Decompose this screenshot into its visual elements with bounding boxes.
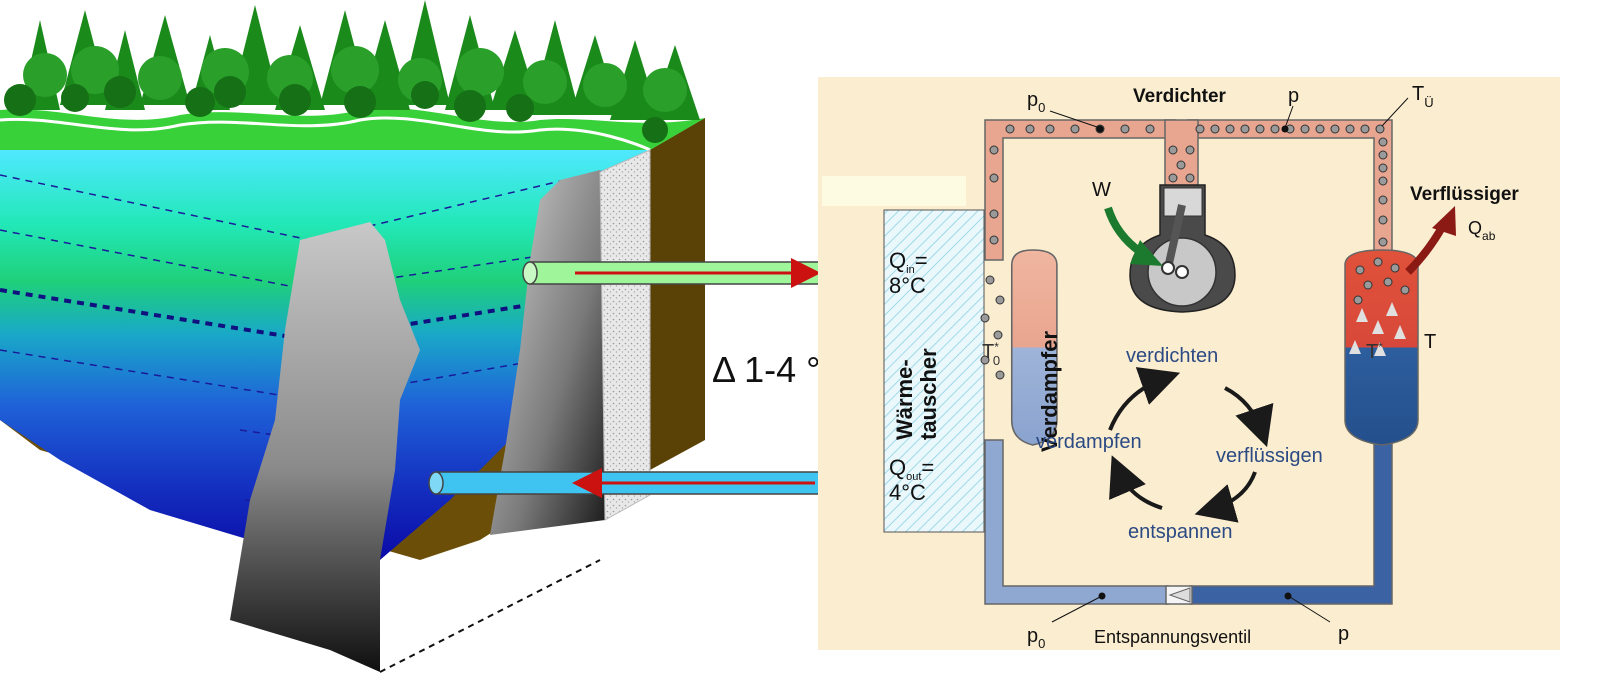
compressor-label: Verdichter — [1133, 86, 1227, 107]
cycle-step-condense: verflüssigen — [1216, 445, 1323, 467]
cold-pipe-end — [428, 471, 444, 495]
compressor-rod — [1164, 204, 1186, 269]
cycle-arrow-top-left — [1108, 367, 1181, 431]
panel-highlight — [822, 176, 966, 206]
soil-side — [650, 118, 705, 470]
shore-grass — [0, 107, 705, 150]
expansion-valve — [1165, 585, 1193, 605]
refrigerant-bubbles — [980, 124, 1410, 380]
heat-pump-panel: Qin= 8°C Qout= 4°C Wärme- tauscher — [818, 77, 1560, 651]
p0-bottom-label: p0 — [1027, 625, 1045, 651]
lake-section — [0, 0, 705, 673]
warm-pipe-end — [522, 261, 538, 285]
tree-line — [4, 0, 700, 143]
rock-slab-left — [230, 222, 420, 672]
leader-lines — [1049, 97, 1409, 623]
cycle-arrow-bottom-right — [1194, 471, 1257, 523]
compressor-crank — [1175, 265, 1189, 279]
t-u-label: TÜ — [1412, 83, 1434, 110]
shore-edge — [0, 116, 651, 152]
t-condenser-label: T — [1424, 331, 1436, 353]
expansion-valve-label: Entspannungsventil — [1094, 627, 1251, 647]
ground-dash — [379, 559, 601, 673]
cycle-step-expand: entspannen — [1128, 521, 1233, 543]
condensate-drops — [1349, 302, 1406, 356]
p-bottom-label: p — [1338, 623, 1349, 645]
evaporator-vessel — [1010, 249, 1058, 446]
p0-top-label: p0 — [1027, 89, 1045, 115]
heat-exchanger-box — [883, 209, 985, 533]
cycle-step-compress: verdichten — [1126, 345, 1218, 367]
cycle-arrow-bottom-left — [1109, 455, 1163, 510]
stipple-wall — [599, 149, 651, 521]
t-star-label: T* — [1366, 340, 1383, 363]
heat-out-arrow-head — [1432, 206, 1456, 236]
cycle-step-evaporate: verdampfen — [1036, 431, 1142, 453]
heat-exchanger-label: Wärme- tauscher — [892, 348, 941, 440]
q-in-temperature: 8°C — [889, 273, 926, 298]
evaporator-label: Verdampfer — [1037, 331, 1062, 452]
q-out-temperature: 4°C — [889, 480, 926, 505]
cycle-diagram: verdichten verflüssigen entspannen verda… — [1036, 345, 1323, 543]
condenser-label: Verflüssiger — [1410, 184, 1519, 205]
work-label: W — [1092, 179, 1111, 201]
p-top-label: p — [1288, 85, 1299, 107]
work-arrow-head — [1130, 240, 1163, 266]
heat-exchanger-label-line2: tauscher — [916, 348, 941, 440]
refrigerant-circuit — [984, 119, 1393, 605]
q-in-label: Qin= — [889, 248, 928, 276]
cycle-arrow-top-right — [1224, 386, 1274, 448]
q-ab-label: Qab — [1468, 218, 1496, 243]
t0-star-label: T*0 — [982, 340, 1000, 368]
q-out-label: Qout= — [889, 455, 934, 483]
heat-exchanger-label-line1: Wärme- — [892, 359, 917, 440]
